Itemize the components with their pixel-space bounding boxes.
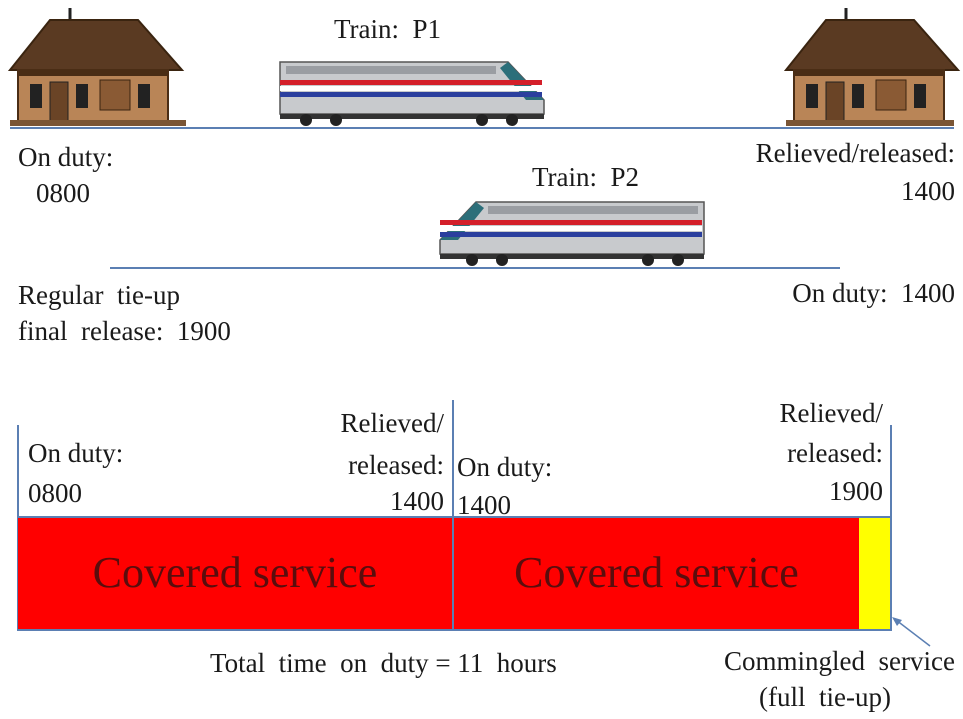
seg2-relieved-line-1: Relieved/ bbox=[779, 398, 883, 428]
train-p1-label: Train: P1 bbox=[334, 14, 442, 44]
right-on-duty: On duty: 1400 bbox=[792, 278, 955, 308]
seg2-on-duty-label: On duty: bbox=[457, 452, 553, 482]
covered-service-block-1: Covered service bbox=[18, 517, 452, 630]
seg1-relieved-time: 1400 bbox=[390, 486, 444, 516]
seg2-relieved-time: 1900 bbox=[829, 476, 883, 506]
tieup-line-1: Regular tie-up bbox=[18, 280, 180, 310]
seg1-relieved-line-1: Relieved/ bbox=[340, 408, 444, 438]
tieup-line-2: final release: 1900 bbox=[18, 316, 231, 346]
timeline-bottom-border bbox=[17, 629, 891, 631]
left-on-duty-label: On duty: bbox=[18, 142, 114, 172]
seg1-relieved-line-2: released: bbox=[348, 450, 444, 480]
station-left-icon bbox=[7, 8, 186, 126]
total-time-label: Total time on duty = 11 hours bbox=[210, 648, 557, 678]
divider-start bbox=[17, 425, 19, 631]
commingled-service-block bbox=[859, 517, 890, 630]
covered-service-block-2: Covered service bbox=[454, 517, 859, 630]
locomotive-p2-icon bbox=[439, 201, 705, 266]
divider-middle bbox=[452, 400, 454, 631]
train-p2-label: Train: P2 bbox=[532, 162, 640, 192]
right-relieved-label: Relieved/released: bbox=[755, 138, 955, 168]
station-right-icon bbox=[783, 8, 961, 126]
right-relieved-time: 1400 bbox=[901, 176, 955, 206]
commingled-label-line-1: Commingled service bbox=[724, 646, 955, 676]
timeline-top-border bbox=[17, 516, 891, 518]
track-line-middle bbox=[110, 267, 840, 269]
commingled-label-line-2: (full tie-up) bbox=[759, 682, 891, 712]
seg1-on-duty-time: 0800 bbox=[28, 478, 82, 508]
covered-service-label-2: Covered service bbox=[514, 548, 799, 597]
divider-end bbox=[890, 425, 892, 631]
left-on-duty-time: 0800 bbox=[36, 178, 90, 208]
commingled-arrow bbox=[892, 617, 931, 647]
seg2-on-duty-time: 1400 bbox=[457, 490, 511, 520]
seg1-on-duty-label: On duty: bbox=[28, 438, 124, 468]
track-line-top bbox=[10, 127, 954, 129]
seg2-relieved-line-2: released: bbox=[787, 438, 883, 468]
locomotive-p1-icon bbox=[279, 61, 545, 126]
covered-service-label-1: Covered service bbox=[92, 548, 378, 597]
